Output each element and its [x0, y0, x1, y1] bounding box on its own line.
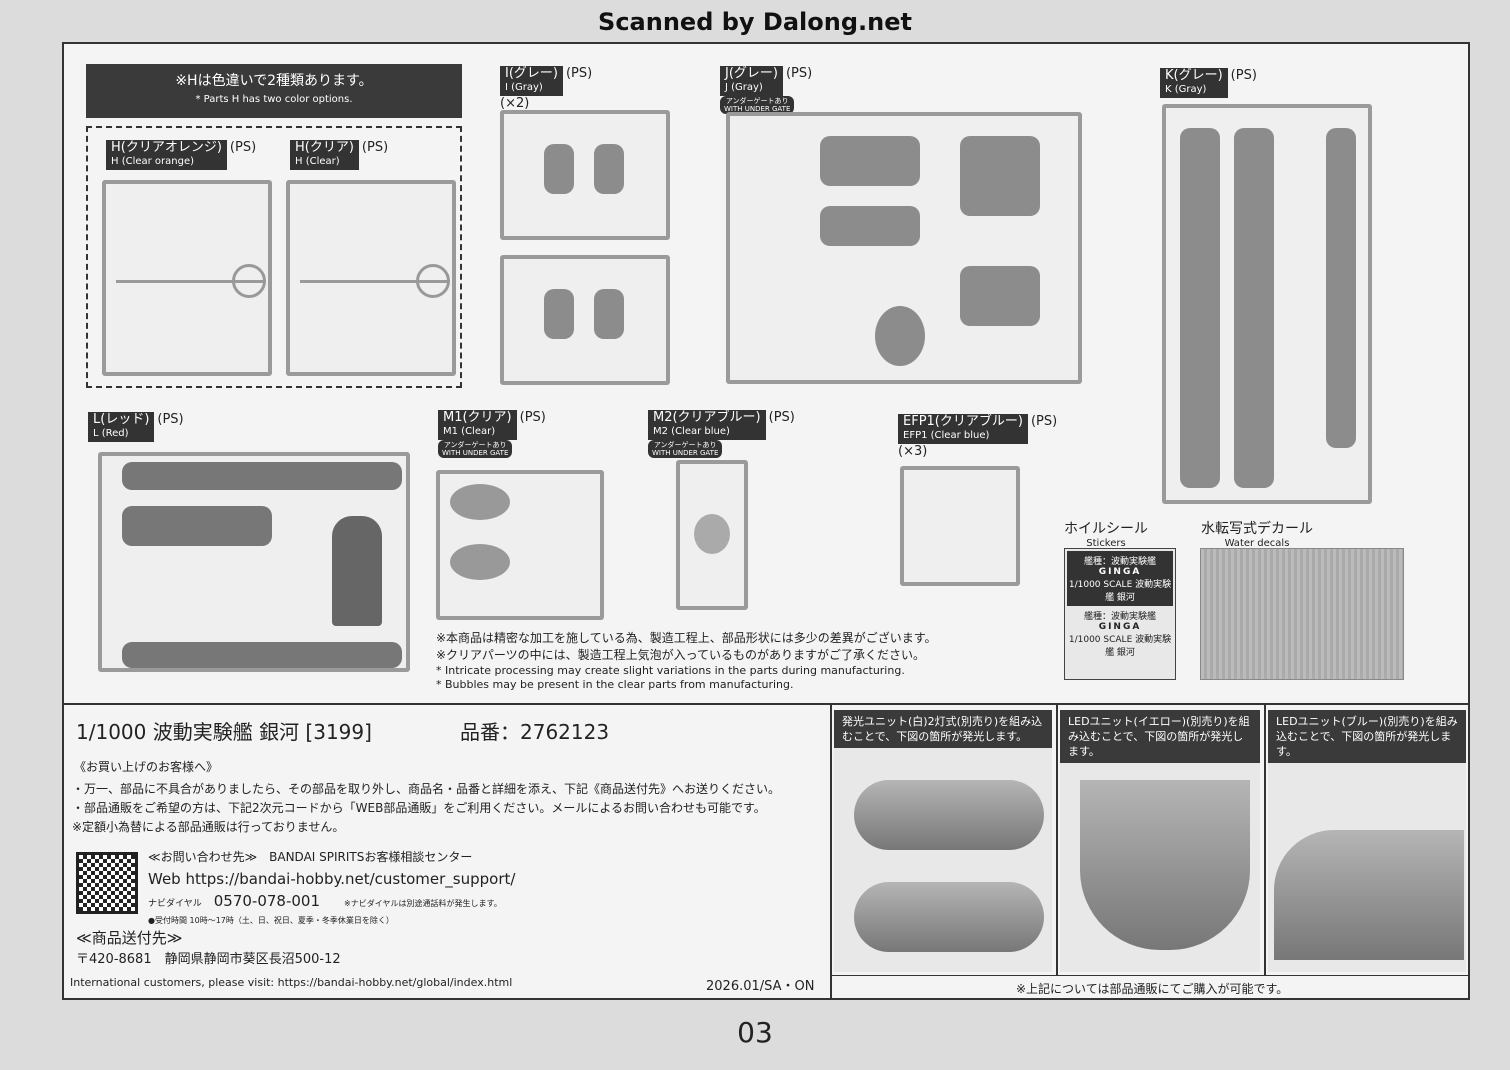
qr-code[interactable]: [76, 852, 138, 914]
purchase-note: ※上記については部品通販にてご購入が可能です。: [1016, 982, 1289, 996]
customer-notes: ・万一、部品に不具合がありましたら、その部品を取り外し、商品名・品番と詳細を添え…: [72, 782, 781, 834]
sprue-label-k: K(グレー)K (Gray)(PS): [1160, 68, 1257, 98]
customer-heading: 《お買い上げのお客様へ》: [74, 760, 219, 774]
sprue-i-2: [500, 255, 670, 385]
note-jp-1: ※本商品は精密な加工を施している為、製造工程上、部品形状には多少の差異がございま…: [436, 631, 937, 645]
international-link[interactable]: International customers, please visit: h…: [70, 976, 513, 989]
product-title: 1/1000 波動実験艦 銀河 [3199]: [76, 720, 372, 744]
sprue-m1: [436, 470, 604, 620]
sprue-label-i: I(グレー)I (Gray)(PS)(×2): [500, 66, 593, 111]
h-sprues-group: [86, 126, 462, 388]
sprue-l: [98, 452, 410, 672]
sprue-label-h-orange: H(クリアオレンジ)H (Clear orange)(PS): [106, 140, 256, 170]
sprue-efp1: [900, 466, 1020, 586]
sprue-h-orange: [102, 180, 272, 376]
sprue-label-l: L(レッド)L (Red)(PS): [88, 412, 184, 442]
sprue-label-efp1: EFP1(クリアブルー)EFP1 (Clear blue)(PS)(×3): [898, 414, 1058, 459]
ship-to: ≪商品送付先≫〒420-8681 静岡県静岡市葵区長沼500-12: [76, 929, 341, 967]
led-panel-yellow: LEDユニット(イエロー)(別売り)を組み込むことで、下図の箇所が発光します。: [1060, 710, 1260, 972]
sprue-i-1: [500, 110, 670, 240]
sprue-m2: [676, 460, 748, 610]
sprue-h-clear: [286, 180, 456, 376]
sprue-j: [726, 112, 1082, 384]
led-panel-blue: LEDユニット(ブルー)(別売り)を組み込むことで、下図の箇所が発光します。: [1268, 710, 1466, 972]
note-en-1: * Intricate processing may create slight…: [436, 664, 905, 677]
note-en-2: * Bubbles may be present in the clear pa…: [436, 678, 794, 691]
divider: [830, 705, 832, 1000]
divider: [1056, 705, 1058, 975]
support-link[interactable]: Web https://bandai-hobby.net/customer_su…: [148, 870, 516, 888]
note-jp-2: ※クリアパーツの中には、製造工程上気泡が入っているものがありますがご了承ください…: [436, 648, 925, 662]
divider: [62, 703, 1470, 705]
decal-sheet: [1200, 548, 1404, 680]
phone-number: 0570-078-001: [213, 892, 321, 910]
color-note-jp: ※Hは色違いで2種類あります。: [175, 73, 373, 89]
manufacturing-notes: ※本商品は精密な加工を施している為、製造工程上、部品形状には多少の差異がございま…: [436, 630, 937, 692]
page-number: 03: [737, 1016, 773, 1049]
color-note-en: * Parts H has two color options.: [195, 94, 353, 105]
divider: [1264, 705, 1266, 975]
sprue-k: [1162, 104, 1372, 504]
led-panel-white: 発光ユニット(白)2灯式(別売り)を組み込むことで、下図の箇所が発光します。: [834, 710, 1052, 972]
divider: [832, 975, 1470, 976]
print-code: 2026.01/SA・ON: [706, 979, 815, 994]
color-note: ※Hは色違いで2種類あります。 * Parts H has two color …: [86, 64, 462, 118]
sprue-label-h-clear: H(クリア)H (Clear)(PS): [290, 140, 388, 170]
scan-credit: Scanned by Dalong.net: [598, 8, 912, 36]
contact-info: ≪お問い合わせ先≫ BANDAI SPIRITSお客様相談センター Web ht…: [148, 850, 516, 925]
product-code: 品番：2762123: [460, 720, 610, 744]
